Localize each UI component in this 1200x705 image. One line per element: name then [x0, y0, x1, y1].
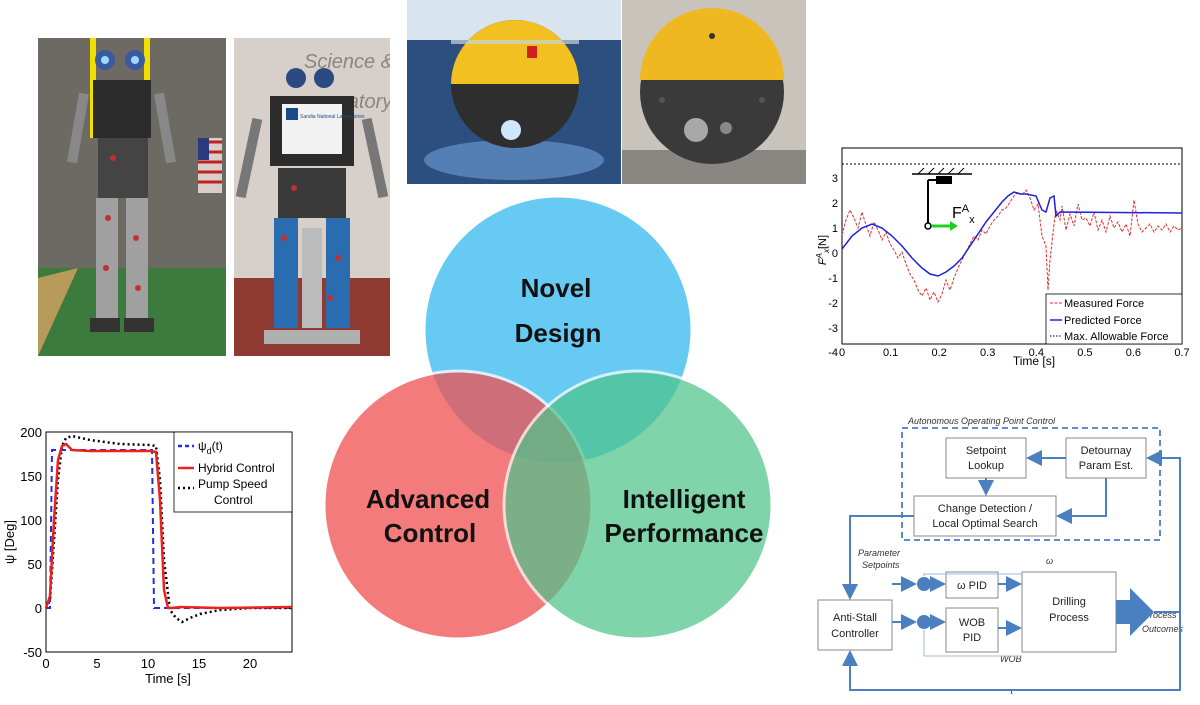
- sphere-dry-photo: [622, 0, 806, 184]
- svg-text:ψd(t): ψd(t): [198, 439, 223, 456]
- omega-pid-box: [945, 571, 999, 599]
- legend-pump: Pump Speed: [198, 477, 267, 491]
- detournay-label-2: Param Est.: [1079, 460, 1133, 472]
- y-tick: 2: [832, 198, 838, 210]
- heading-plot: 200 150 100 50 0 -50 0 5 10 15 20 Time […: [0, 420, 300, 700]
- pump-speed-series: [44, 434, 292, 624]
- setpoint-lookup-box: [945, 437, 1027, 479]
- x-tick: 0.2: [931, 347, 946, 359]
- outcomes-label-2: Outcomes: [1142, 624, 1184, 634]
- x-tick: 0.3: [980, 347, 995, 359]
- force-plot: 3 2 1 0 -1 -2 -3 -4 0 0.1 0.2 0.3 0.4 0.…: [808, 140, 1200, 372]
- y-tick: -1: [828, 273, 838, 285]
- detournay-label-1: Detournay: [1081, 445, 1132, 457]
- force-xlabel: Time [s]: [1013, 354, 1055, 368]
- x-tick: 0.1: [883, 347, 898, 359]
- y-tick: 0: [832, 248, 838, 260]
- x-tick: 0: [839, 347, 845, 359]
- force-legend: Measured Force Predicted Force Max. Allo…: [1045, 293, 1183, 345]
- x-tick: 5: [93, 656, 100, 671]
- omega-pid-label: ω PID: [957, 580, 987, 592]
- venn-top-line2: Design: [515, 318, 602, 348]
- param-label-1: Parameter: [858, 548, 901, 558]
- control-block-diagram: Autonomous Operating Point Control Setpo…: [810, 412, 1200, 700]
- wob-pid-label-2: PID: [963, 632, 981, 644]
- wob-pid-label-1: WOB: [959, 617, 985, 629]
- autonomous-title: Autonomous Operating Point Control: [907, 416, 1056, 426]
- y-tick: 100: [20, 513, 42, 528]
- svg-text:FAx: FAx: [952, 203, 975, 226]
- venn-diagram: Novel Design Advanced Control Intelligen…: [318, 190, 818, 650]
- x-tick: 0.5: [1077, 347, 1092, 359]
- predicted-force-series: [841, 191, 1183, 277]
- venn-left-line1: Advanced: [366, 484, 490, 514]
- output-arrow: [1116, 588, 1154, 636]
- wall-text-1: Science &: [304, 51, 390, 73]
- omega-label: ω: [1046, 556, 1053, 566]
- venn-top-line1: Novel: [521, 273, 592, 303]
- venn-circle-right: [502, 369, 774, 641]
- sphere-underwater-photo: [407, 0, 621, 184]
- autonomous-region: [901, 427, 1161, 541]
- outcomes-label-1: Process: [1144, 610, 1177, 620]
- x-tick: 20: [243, 656, 257, 671]
- robot-photo-1: [38, 38, 226, 356]
- x-tick: 0.4: [1029, 347, 1044, 359]
- x-tick: 0.6: [1126, 347, 1141, 359]
- heading-ylabel: ψ [Deg]: [2, 520, 17, 564]
- force-inset-diagram: FAx: [912, 167, 975, 231]
- legend-max: Max. Allowable Force: [1064, 331, 1169, 343]
- force-ylabel: FAx[N]: [815, 235, 831, 265]
- setpoint-label-1: Setpoint: [966, 445, 1006, 457]
- svg-text:FAx[N]: FAx[N]: [815, 235, 831, 265]
- legend-measured: Measured Force: [1064, 298, 1144, 310]
- venn-right-line2: Performance: [605, 518, 764, 548]
- sum-junction-omega: [917, 577, 931, 591]
- wob-label: WOB: [1000, 654, 1022, 664]
- venn-left-line2: Control: [384, 518, 476, 548]
- y-tick: 3: [832, 173, 838, 185]
- sum-junction-wob: [917, 615, 931, 629]
- anti-stall-box: [817, 599, 893, 651]
- change-label-2: Local Optimal Search: [932, 518, 1037, 530]
- y-tick: -4: [828, 347, 838, 359]
- y-tick: 1: [832, 223, 838, 235]
- change-detection-box: [913, 495, 1057, 537]
- drilling-label-2: Process: [1049, 612, 1089, 624]
- robot-photo-2: Science & oratory Sandia National Labora…: [234, 38, 394, 356]
- drilling-label-1: Drilling: [1052, 596, 1086, 608]
- x-tick: 15: [192, 656, 206, 671]
- detournay-box: [1065, 437, 1147, 479]
- wob-pid-box: [945, 607, 999, 653]
- y-tick: 150: [20, 469, 42, 484]
- anti-label-1: Anti-Stall: [833, 612, 877, 624]
- x-tick: 0.7: [1174, 347, 1189, 359]
- change-label-1: Change Detection /: [938, 503, 1033, 515]
- y-tick: 0: [35, 601, 42, 616]
- y-tick: -3: [828, 323, 838, 335]
- legend-pump-2: Control: [214, 493, 253, 507]
- y-tick: 200: [20, 425, 42, 440]
- heading-xlabel: Time [s]: [145, 671, 191, 686]
- y-tick: 50: [28, 557, 42, 572]
- legend-predicted: Predicted Force: [1064, 315, 1142, 327]
- drilling-process-box: [1021, 571, 1117, 653]
- hybrid-control-series: [44, 442, 293, 610]
- x-tick: 10: [141, 656, 155, 671]
- y-tick: -50: [23, 645, 42, 660]
- y-tick: -2: [828, 298, 838, 310]
- legend-hybrid: Hybrid Control: [198, 461, 275, 475]
- heading-legend: ψd(t) Hybrid Control Pump Speed Control: [173, 431, 293, 513]
- param-label-2: Setpoints: [862, 560, 900, 570]
- venn-right-line1: Intelligent: [623, 484, 746, 514]
- sandia-sign: Sandia National Laboratories: [300, 114, 365, 120]
- x-tick: 0: [42, 656, 49, 671]
- measured-force-series: [841, 189, 1183, 304]
- anti-label-2: Controller: [831, 628, 879, 640]
- setpoint-label-2: Lookup: [968, 460, 1004, 472]
